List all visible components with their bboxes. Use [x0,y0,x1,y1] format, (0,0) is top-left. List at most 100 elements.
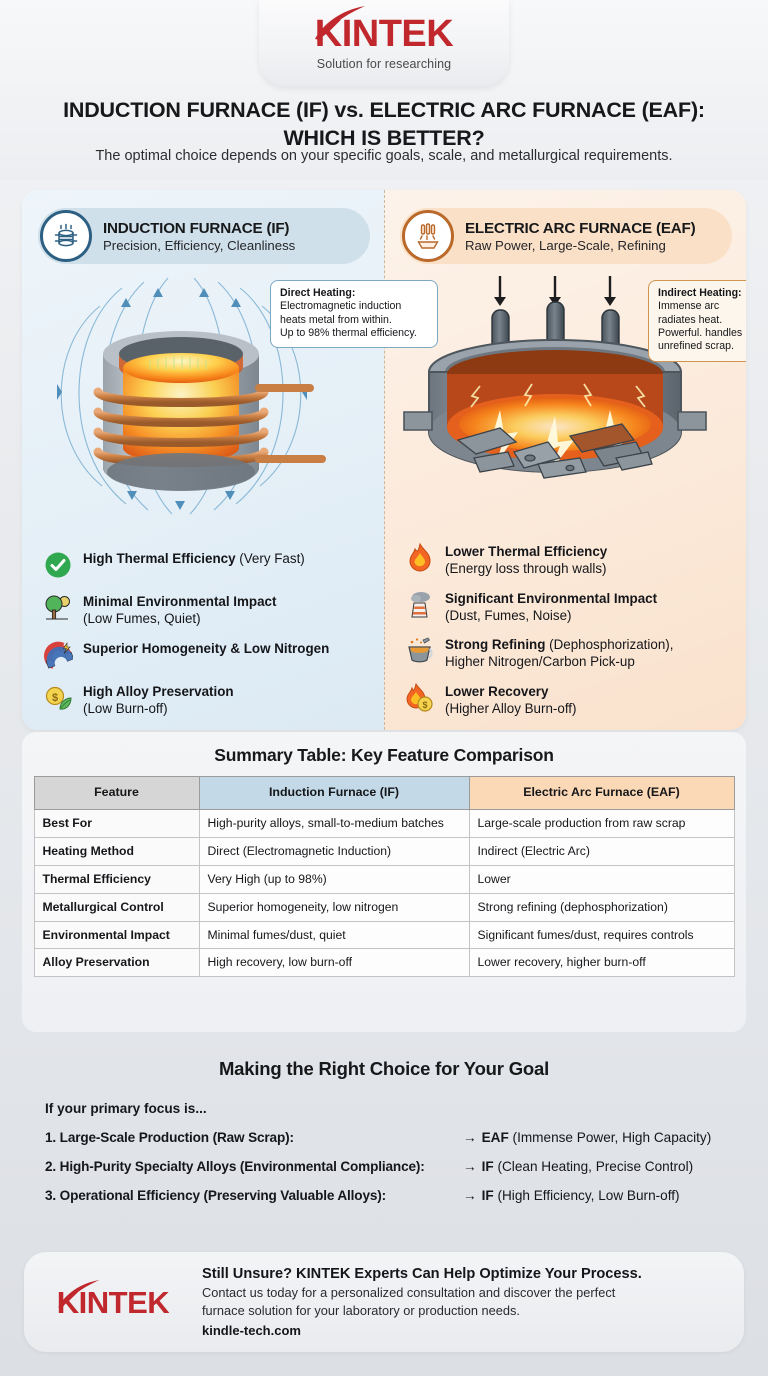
induction-badge [40,210,92,262]
feature-rest: (Very Fast) [235,551,305,567]
comparison-panel: INDUCTION FURNACE (IF) Precision, Effici… [22,190,746,730]
page-title-line1: INDUCTION FURNACE (IF) vs. ELECTRIC ARC … [63,98,705,122]
induction-header-pill: INDUCTION FURNACE (IF) Precision, Effici… [38,208,370,264]
choice-answer-rest: (Immense Power, High Capacity) [508,1130,712,1145]
feature-item: Significant Environmental Impact (Dust, … [404,589,736,625]
feature-text: High Alloy Preservation (Low Burn-off) [83,682,234,718]
feature-bold: High Thermal Efficiency [83,551,236,567]
table-cell-eaf: Significant fumes/dust, requires control… [468,920,735,950]
page-subtitle: The optimal choice depends on your speci… [95,148,673,164]
arc-furnace-illustration [384,272,746,520]
induction-callout-line1: Electromagnetic induction [280,300,402,313]
tree-icon [42,592,74,624]
feature-bold: Superior Homogeneity & Low Nitrogen [83,641,330,657]
smokestack-icon [404,589,436,621]
footer-body-line1: Contact us today for a personalized cons… [202,1285,616,1301]
table-cell-if: Superior homogeneity, low nitrogen [198,892,470,922]
brand-tagline: Solution for researching [316,57,452,71]
flame-icon [404,542,436,574]
brand-logo-plate: KINTEK Solution for researching [259,0,509,86]
feature-bold: Lower Thermal Efficiency [445,543,608,559]
svg-text:$: $ [52,692,58,704]
table-cell-if: Very High (up to 98%) [198,864,470,894]
table-cell-eaf: Strong refining (dephosphorization) [468,892,735,922]
green-check-icon [42,549,74,581]
footer-heading: Still Unsure? KINTEK Experts Can Help Op… [202,1266,642,1283]
footer-body-line2: furnace solution for your laboratory or … [202,1302,520,1318]
arc-feature-list: Lower Thermal Efficiency (Energy loss th… [404,542,736,722]
feature-rest: (Dephosphorization), [545,637,674,653]
induction-callout-line3: Up to 98% thermal efficiency. [280,327,417,340]
choice-question: 2. High-Purity Specialty Alloys (Environ… [45,1159,425,1174]
choice-answer-bold: IF [481,1188,494,1203]
choice-answer: →IF (Clean Heating, Precise Control) [463,1159,735,1174]
feature-second: (Higher Alloy Burn-off) [445,701,577,717]
feature-second: (Dust, Fumes, Noise) [445,607,572,623]
arrow-right-icon: → [463,1130,477,1145]
table-row: Best For High-purity alloys, small-to-me… [33,809,735,838]
induction-pill-text: INDUCTION FURNACE (IF) Precision, Effici… [103,220,295,253]
choice-answer: →IF (High Efficiency, Low Burn-off) [463,1188,735,1203]
feature-second: (Low Fumes, Quiet) [83,611,201,627]
table-cell-feature: Best For [33,809,200,838]
page-title: INDUCTION FURNACE (IF) vs. ELECTRIC ARC … [0,96,768,153]
feature-text: Significant Environmental Impact (Dust, … [445,589,657,625]
feature-bold: Strong Refining [445,637,546,653]
table-row: Metallurgical Control Superior homogenei… [33,892,735,922]
summary-table-card: Summary Table: Key Feature Comparison Fe… [22,732,746,1032]
feature-bold: Lower Recovery [445,684,549,700]
feature-text: High Thermal Efficiency (Very Fast) [83,549,305,568]
arc-callout-heading: Indirect Heating: [658,287,742,299]
table-cell-if: Direct (Electromagnetic Induction) [198,836,470,866]
footer-brand-logo: KINTEK [24,1279,202,1320]
arc-title: ELECTRIC ARC FURNACE (EAF) [465,219,696,237]
table-cell-feature: Heating Method [33,836,200,866]
page-title-line2: WHICH IS BETTER? [283,126,485,151]
choice-answer-bold: EAF [481,1130,509,1145]
feature-item: Strong Refining (Dephosphorization), Hig… [404,635,736,671]
feature-second: (Low Burn-off) [83,701,168,717]
table-cell-feature: Alloy Preservation [33,948,200,978]
arrow-right-icon: → [463,1188,477,1203]
feature-text: Minimal Environmental Impact (Low Fumes,… [83,592,276,628]
table-header-if: Induction Furnace (IF) [198,776,470,810]
coin-leaf-icon: $ [42,682,74,714]
table-row: Environmental Impact Minimal fumes/dust,… [33,920,735,950]
flame-coin-icon: $ [404,682,436,714]
feature-text: Strong Refining (Dephosphorization), Hig… [445,635,673,671]
magnet-icon [42,639,74,671]
table-header-row: Feature Induction Furnace (IF) Electric … [33,776,735,810]
table-cell-eaf: Large-scale production from raw scrap [468,809,735,838]
svg-text:$: $ [422,700,427,710]
choice-question: 3. Operational Efficiency (Preserving Va… [45,1188,387,1203]
table-cell-feature: Metallurgical Control [33,892,200,922]
choice-answer-bold: IF [481,1159,494,1174]
induction-furnace-illustration [22,272,384,520]
footer-cta: KINTEK Still Unsure? KINTEK Experts Can … [24,1252,744,1352]
footer-brand-name: KINTEK [56,1284,170,1320]
arc-pill-text: ELECTRIC ARC FURNACE (EAF) Raw Power, La… [465,219,696,253]
induction-furnace-column: INDUCTION FURNACE (IF) Precision, Effici… [22,190,438,730]
feature-item: Minimal Environmental Impact (Low Fumes,… [42,592,374,628]
brand-name: KINTEK [314,13,454,55]
choice-row: 2. High-Purity Specialty Alloys (Environ… [45,1159,735,1174]
column-divider [384,190,385,730]
footer-url[interactable]: kindle-tech.com [202,1322,301,1338]
induction-feature-list: High Thermal Efficiency (Very Fast) Mini… [42,549,374,722]
choice-answer: → EAF (Immense Power, High Capacity) [463,1130,735,1145]
feature-text: Lower Thermal Efficiency (Energy loss th… [445,542,607,578]
ladle-icon [404,635,436,667]
table-cell-eaf: Lower [468,864,735,894]
induction-callout-line2: heats metal from within. [280,313,392,326]
electrode-crucible-icon [417,223,439,249]
table-header-eaf: Electric Arc Furnace (EAF) [468,776,735,810]
table-cell-eaf: Lower recovery, higher burn-off [468,948,735,978]
choice-heading: Making the Right Choice for Your Goal [218,1058,550,1079]
induction-coil-icon [54,223,78,247]
feature-item: High Thermal Efficiency (Very Fast) [42,549,374,581]
arc-callout: Indirect Heating: Immense arc radiates h… [648,280,746,362]
feature-bold: High Alloy Preservation [83,684,234,700]
brand-logo: KINTEK [314,6,454,55]
footer-body: Contact us today for a personalized cons… [202,1284,642,1318]
feature-second: (Energy loss through walls) [445,560,607,576]
